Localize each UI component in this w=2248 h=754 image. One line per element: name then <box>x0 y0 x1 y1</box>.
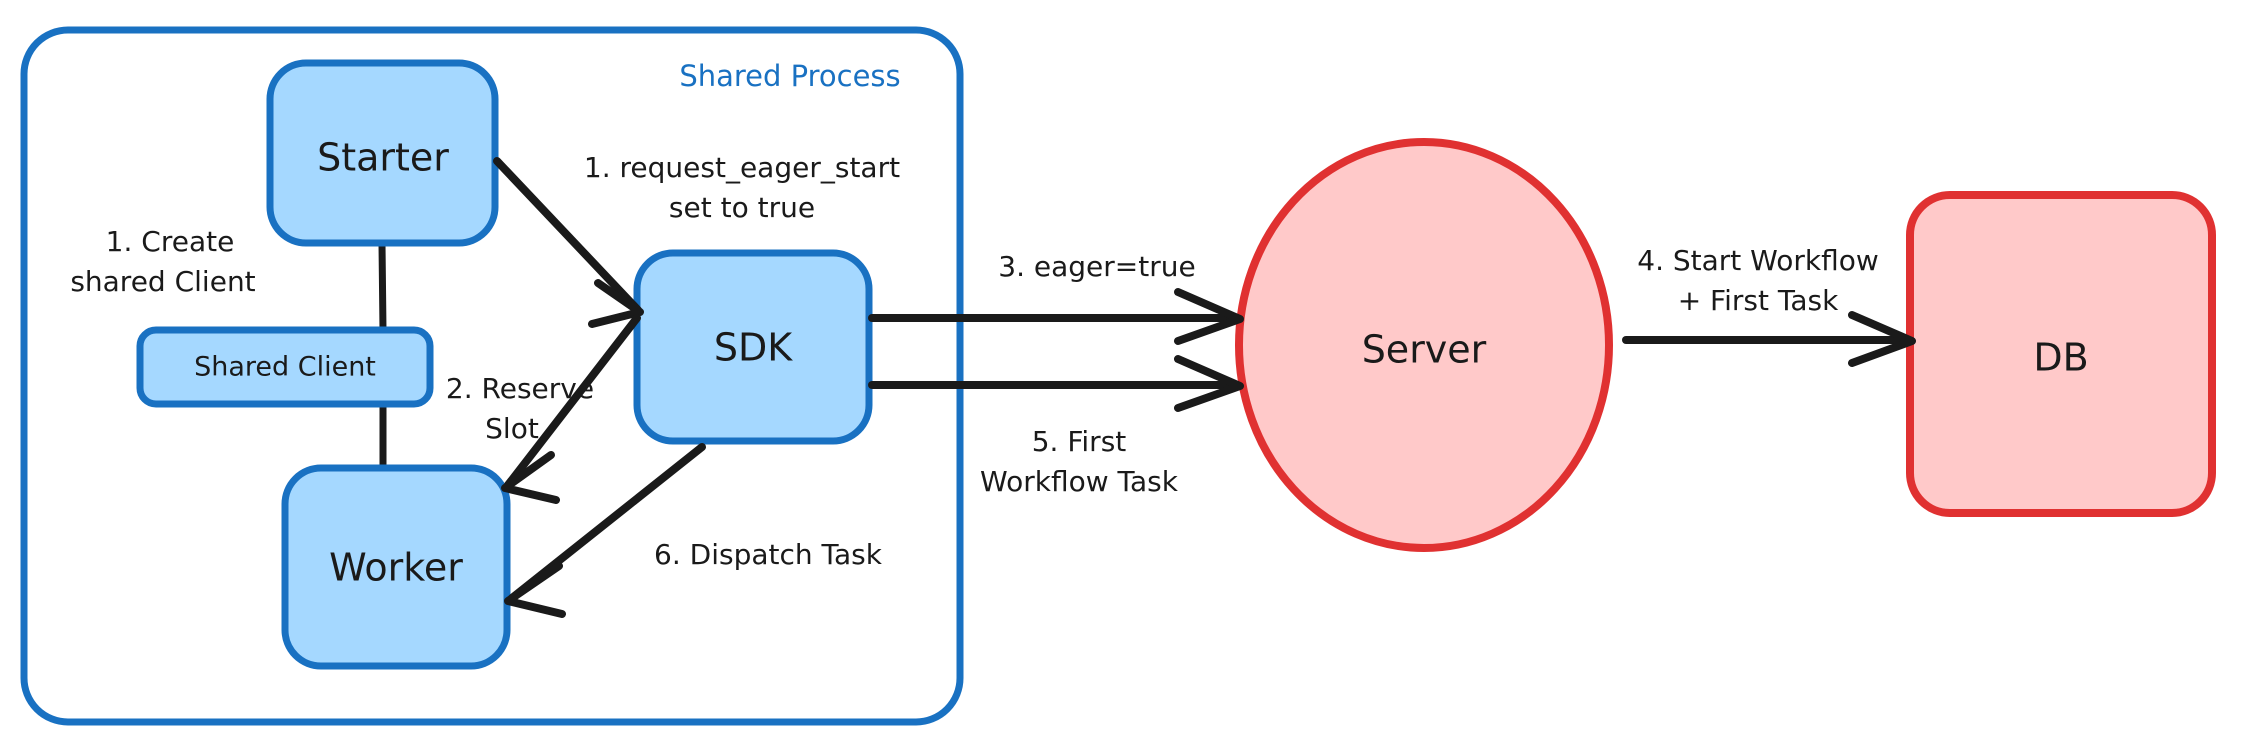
node-sdk[interactable]: SDK <box>633 249 873 445</box>
first-workflow-task-arrowhead <box>1174 355 1244 412</box>
edge-start-workflow: 4. Start Workflow + First Task <box>1622 244 1916 367</box>
shared-process-title: Shared Process <box>679 59 900 93</box>
edge-label-start-workflow-line2: + First Task <box>1678 284 1839 317</box>
shared-client-label: Shared Client <box>194 352 376 383</box>
sdk-shape <box>633 249 873 445</box>
edge-label-reserve-slot-line1: 2. Reserve <box>446 372 594 405</box>
edge-first-workflow-task: 5. First Workflow Task <box>868 355 1244 498</box>
server-shape <box>1235 138 1613 552</box>
edge-label-create-shared-client-line2: shared Client <box>70 265 255 298</box>
request-eager-start-line <box>493 157 642 314</box>
edge-label-eager-true: 3. eager=true <box>998 250 1195 283</box>
node-starter[interactable]: Starter <box>266 59 499 247</box>
node-shared-client[interactable]: Shared Client <box>136 326 434 408</box>
edge-reserve-slot: 2. Reserve Slot <box>446 314 641 504</box>
worker-shape <box>281 464 511 670</box>
edge-label-create-shared-client-line1: 1. Create <box>106 225 235 258</box>
reserve-slot-line <box>504 314 641 489</box>
edge-label-request-eager-start-line2: set to true <box>669 191 815 224</box>
eager-true-arrowhead <box>1174 288 1244 345</box>
edge-request-eager-start: 1. request_eager_start set to true <box>493 151 900 328</box>
server-label: Server <box>1362 328 1487 372</box>
worker-label: Worker <box>329 546 463 590</box>
reserve-slot-arrowhead <box>501 451 560 504</box>
shared-client-shape <box>136 326 434 408</box>
edge-label-start-workflow-line1: 4. Start Workflow <box>1637 244 1879 277</box>
edge-label-first-workflow-task-line1: 5. First <box>1032 425 1127 458</box>
request-eager-start-arrowhead <box>588 279 644 328</box>
edge-label-first-workflow-task-line2: Workflow Task <box>980 465 1179 498</box>
node-worker[interactable]: Worker <box>281 464 511 670</box>
starter-label: Starter <box>317 136 449 180</box>
edge-label-request-eager-start-line1: 1. request_eager_start <box>584 151 900 184</box>
edge-create-shared-client: 1. Create shared Client <box>70 225 387 472</box>
group-shared-process: Shared Process <box>20 26 964 726</box>
db-shape <box>1906 191 2216 517</box>
edge-eager-true: 3. eager=true <box>868 250 1244 345</box>
edge-label-reserve-slot-line2: Slot <box>485 412 539 445</box>
edge-dispatch-task: 6. Dispatch Task <box>504 443 883 618</box>
shared-process-border <box>20 26 964 726</box>
create-shared-client-line-top <box>378 240 387 334</box>
db-label: DB <box>2033 336 2088 380</box>
edge-label-dispatch-task: 6. Dispatch Task <box>654 538 883 571</box>
node-db[interactable]: DB <box>1906 191 2216 517</box>
dispatch-task-arrowhead <box>504 562 566 618</box>
node-server[interactable]: Server <box>1235 138 1613 552</box>
sdk-label: SDK <box>714 326 793 370</box>
start-workflow-arrowhead <box>1848 311 1916 367</box>
starter-shape <box>266 59 499 247</box>
